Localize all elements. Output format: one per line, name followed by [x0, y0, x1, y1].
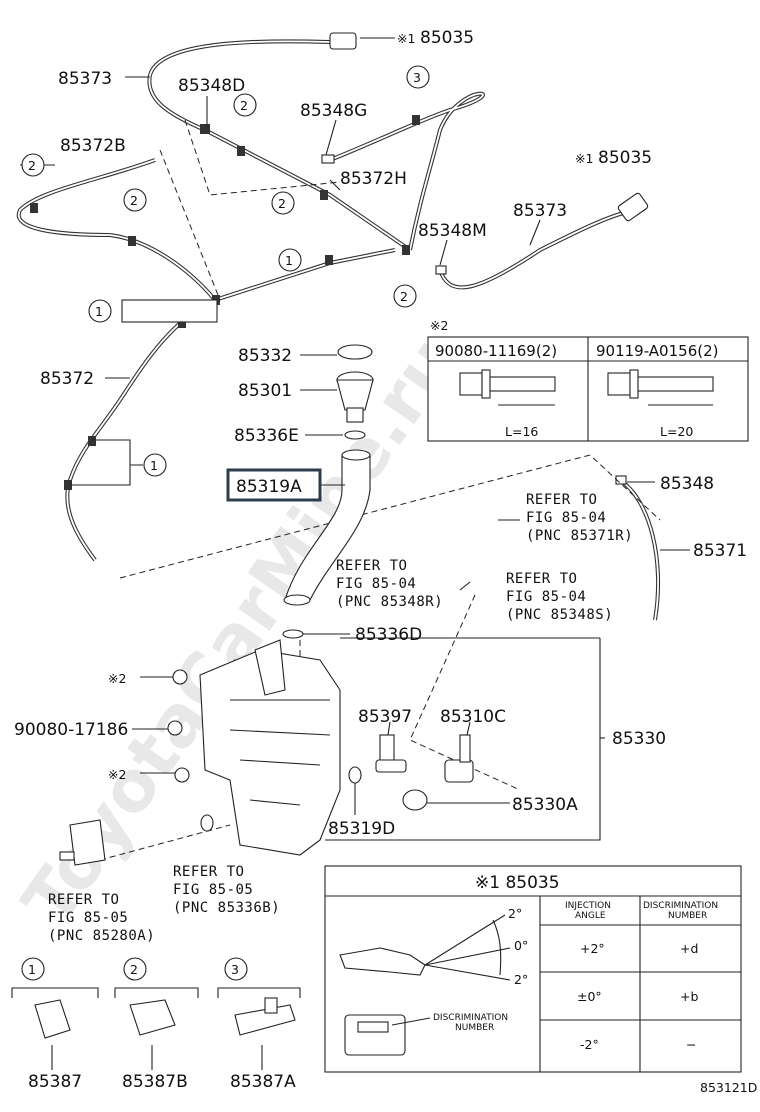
legend-3: 3 — [231, 962, 239, 977]
nozzle-table: ※1 85035 INJECTION ANGLE DISCRIMINATION … — [324, 865, 742, 1073]
label-85372B: 85372B — [60, 136, 126, 156]
label-85319D: 85319D — [328, 819, 395, 839]
discr-label-a: DISCRIMINATION — [433, 1013, 508, 1023]
label-85330A: 85330A — [512, 795, 578, 815]
clip-callouts: 3 2 2 2 2 1 2 1 1 — [21, 65, 430, 486]
label-85319A: 85319A — [236, 477, 302, 497]
bolt-table-title: ※2 — [430, 318, 448, 333]
bolt-table: ※2 90080-11169(2) 90119-A0156(2) L=16 L=… — [427, 318, 749, 442]
refer-notes: REFER TO FIG 85-04 (PNC 85371R) REFER TO… — [48, 492, 633, 944]
ref5-line1: REFER TO — [48, 892, 119, 908]
reservoir-parts — [59, 344, 601, 866]
header-number: NUMBER — [668, 911, 707, 921]
label-85336E: 85336E — [234, 426, 299, 446]
ref1-line2: FIG 85-04 — [526, 510, 606, 526]
num-row-3: − — [686, 1037, 696, 1052]
label-85330: 85330 — [612, 729, 666, 749]
callout-2: 2 — [240, 98, 248, 113]
label-85372: 85372 — [40, 369, 94, 389]
label-85348M: 85348M — [418, 221, 487, 241]
ref2-line2: FIG 85-04 — [336, 576, 416, 592]
callout-2: 2 — [400, 289, 408, 304]
angle-row-3: -2° — [580, 1037, 599, 1052]
label-85332: 85332 — [238, 346, 292, 366]
callout-2: 2 — [130, 193, 138, 208]
part-labels: ※1 85035 85373 85348D 85348G 85372B ※1 8… — [14, 28, 757, 1095]
callout-3: 3 — [413, 70, 421, 85]
label-85387A: 85387A — [230, 1072, 296, 1092]
num-row-1: +d — [680, 941, 698, 956]
bolt2-length: L=20 — [660, 424, 693, 439]
clip-legend: 1 2 3 — [11, 957, 301, 1039]
label-85336D: 85336D — [355, 625, 422, 645]
header-angle: ANGLE — [575, 911, 606, 921]
ref1-line3: (PNC 85371R) — [526, 528, 633, 544]
nozzle-table-title: ※1 85035 — [475, 873, 560, 893]
ref3-line3: (PNC 85348S) — [506, 607, 613, 623]
angle-row-1: +2° — [580, 941, 605, 956]
label-85397: 85397 — [358, 707, 412, 727]
bolt-col2-header: 90119-A0156(2) — [596, 342, 718, 360]
label-85348D: 85348D — [178, 76, 245, 96]
ref5-line3: (PNC 85280A) — [48, 928, 155, 944]
label-85301: 85301 — [238, 381, 292, 401]
ref2-line3: (PNC 85348R) — [336, 594, 443, 610]
ref4-line3: (PNC 85336B) — [173, 900, 280, 916]
header-discrimination: DISCRIMINATION — [643, 901, 718, 911]
label-85387B: 85387B — [122, 1072, 188, 1092]
angle-label-mid: 0° — [514, 938, 528, 953]
ref5-line2: FIG 85-05 — [48, 910, 128, 926]
ref4-line1: REFER TO — [173, 864, 244, 880]
bolt-col1-header: 90080-11169(2) — [435, 342, 557, 360]
label-85348: 85348 — [660, 474, 714, 494]
angle-label-bot: 2° — [514, 972, 528, 987]
legend-1: 1 — [28, 962, 36, 977]
ref2-line1: REFER TO — [336, 558, 407, 574]
num-row-2: +b — [680, 989, 698, 1004]
hose-network — [16, 32, 661, 621]
callout-2: 2 — [28, 158, 36, 173]
ref1-line1: REFER TO — [526, 492, 597, 508]
ref3-line1: REFER TO — [506, 571, 577, 587]
ref3-line2: FIG 85-04 — [506, 589, 586, 605]
diagram-code: 853121D — [700, 1080, 757, 1095]
leader-lines — [20, 37, 690, 1070]
callout-2: 2 — [278, 196, 286, 211]
legend-2: 2 — [130, 962, 138, 977]
ref4-line2: FIG 85-05 — [173, 882, 253, 898]
label-85348G: 85348G — [300, 101, 367, 121]
header-injection: INJECTION — [565, 901, 611, 911]
label-85373-left: 85373 — [58, 69, 112, 89]
label-85373-right: 85373 — [513, 201, 567, 221]
label-85372H: 85372H — [340, 169, 407, 189]
callout-1: 1 — [150, 458, 158, 473]
bolt1-length: L=16 — [505, 424, 538, 439]
callout-1: 1 — [95, 304, 103, 319]
note-1-mark: ※1 — [397, 31, 415, 46]
label-85035-right: 85035 — [598, 148, 652, 168]
label-85310C: 85310C — [440, 707, 506, 727]
note-1-mark-right: ※1 — [575, 151, 593, 166]
highlight-box-85319A — [226, 468, 322, 502]
discr-label-b: NUMBER — [455, 1023, 494, 1033]
angle-label-top: 2° — [508, 906, 522, 921]
angle-row-2: ±0° — [577, 989, 602, 1004]
note-2-mark-b: ※2 — [108, 767, 126, 782]
label-85387: 85387 — [28, 1072, 82, 1092]
label-85371: 85371 — [693, 541, 747, 561]
label-85035-top: 85035 — [420, 28, 474, 48]
note-2-mark: ※2 — [108, 671, 126, 686]
label-90080-17186: 90080-17186 — [14, 720, 128, 740]
callout-1: 1 — [285, 253, 293, 268]
